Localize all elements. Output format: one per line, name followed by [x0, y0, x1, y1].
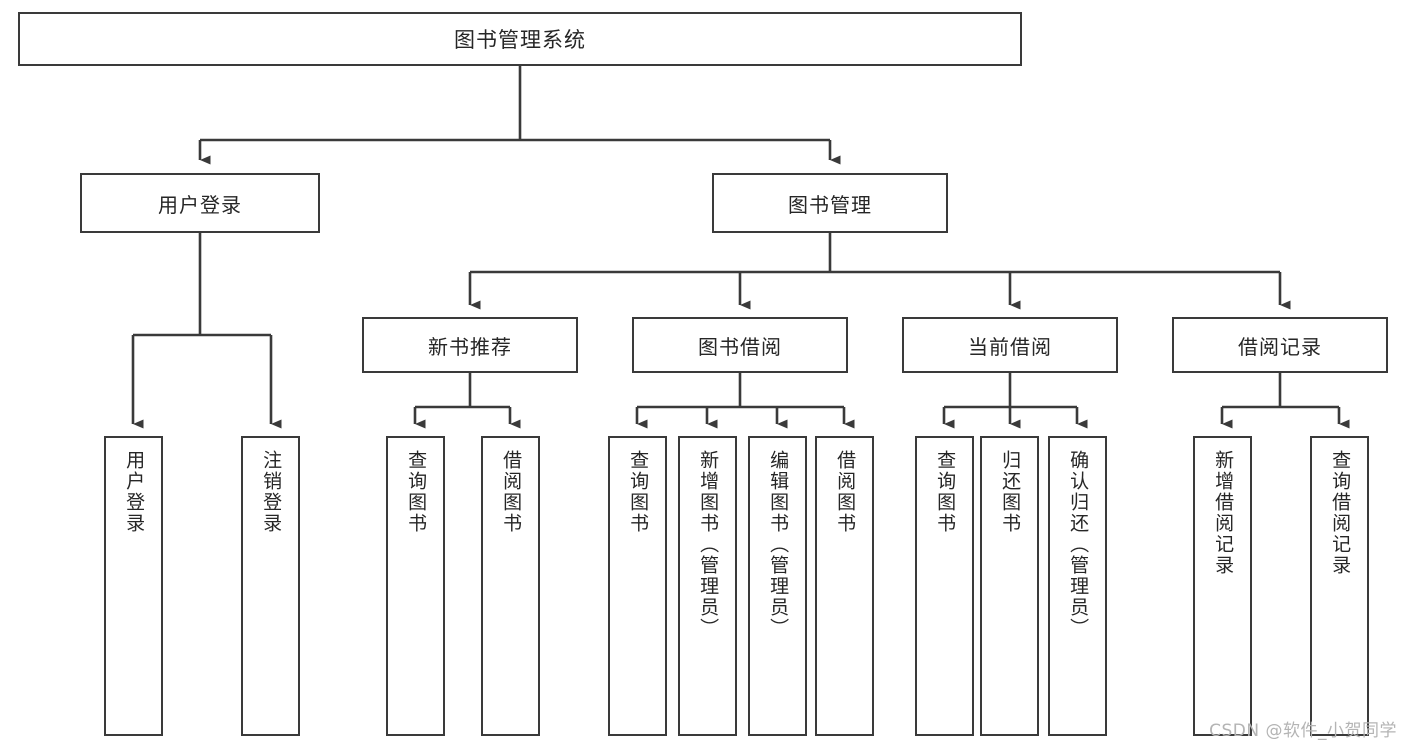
node-leaf-add-record-label: 新增借阅记录 [1212, 450, 1235, 576]
node-leaf-edit-book-label: 编辑图书（管理员） [767, 450, 790, 639]
node-leaf-return-book-label: 归还图书 [999, 450, 1022, 534]
node-borrow-record-label: 借阅记录 [1238, 334, 1322, 359]
watermark: CSDN @软件_小贺同学 [1209, 721, 1397, 741]
node-leaf-user-login-label: 用户登录 [123, 450, 146, 534]
node-borrow-record[interactable]: 借阅记录 [1172, 317, 1388, 373]
node-current-borrow-label: 当前借阅 [968, 334, 1052, 359]
node-leaf-query-book-2-label: 查询图书 [627, 450, 650, 534]
node-book-management[interactable]: 图书管理 [712, 173, 948, 233]
node-leaf-edit-book[interactable]: 编辑图书（管理员） [748, 436, 807, 736]
node-user-login[interactable]: 用户登录 [80, 173, 320, 233]
node-book-management-label: 图书管理 [788, 192, 872, 217]
node-root[interactable]: 图书管理系统 [18, 12, 1022, 66]
node-leaf-query-book-1-label: 查询图书 [405, 450, 428, 534]
node-user-login-label: 用户登录 [158, 192, 242, 217]
node-leaf-return-book[interactable]: 归还图书 [980, 436, 1039, 736]
node-leaf-borrow-book-2-label: 借阅图书 [834, 450, 857, 534]
node-leaf-confirm-return[interactable]: 确认归还（管理员） [1048, 436, 1107, 736]
node-new-book-recommend[interactable]: 新书推荐 [362, 317, 578, 373]
node-leaf-confirm-return-label: 确认归还（管理员） [1067, 450, 1090, 639]
node-book-borrow[interactable]: 图书借阅 [632, 317, 848, 373]
node-leaf-query-record[interactable]: 查询借阅记录 [1310, 436, 1369, 736]
node-new-book-recommend-label: 新书推荐 [428, 334, 512, 359]
node-leaf-query-book-3[interactable]: 查询图书 [915, 436, 974, 736]
node-leaf-add-book-label: 新增图书（管理员） [697, 450, 720, 639]
node-leaf-add-record[interactable]: 新增借阅记录 [1193, 436, 1252, 736]
node-current-borrow[interactable]: 当前借阅 [902, 317, 1118, 373]
node-leaf-query-book-3-label: 查询图书 [934, 450, 957, 534]
node-leaf-logout-login[interactable]: 注销登录 [241, 436, 300, 736]
node-leaf-query-book-2[interactable]: 查询图书 [608, 436, 667, 736]
node-book-borrow-label: 图书借阅 [698, 334, 782, 359]
node-leaf-query-book-1[interactable]: 查询图书 [386, 436, 445, 736]
node-leaf-borrow-book-1[interactable]: 借阅图书 [481, 436, 540, 736]
node-leaf-borrow-book-1-label: 借阅图书 [500, 450, 523, 534]
node-leaf-borrow-book-2[interactable]: 借阅图书 [815, 436, 874, 736]
node-leaf-logout-login-label: 注销登录 [260, 450, 283, 534]
node-leaf-query-record-label: 查询借阅记录 [1329, 450, 1352, 576]
node-root-label: 图书管理系统 [454, 28, 586, 52]
node-leaf-add-book[interactable]: 新增图书（管理员） [678, 436, 737, 736]
node-leaf-user-login[interactable]: 用户登录 [104, 436, 163, 736]
